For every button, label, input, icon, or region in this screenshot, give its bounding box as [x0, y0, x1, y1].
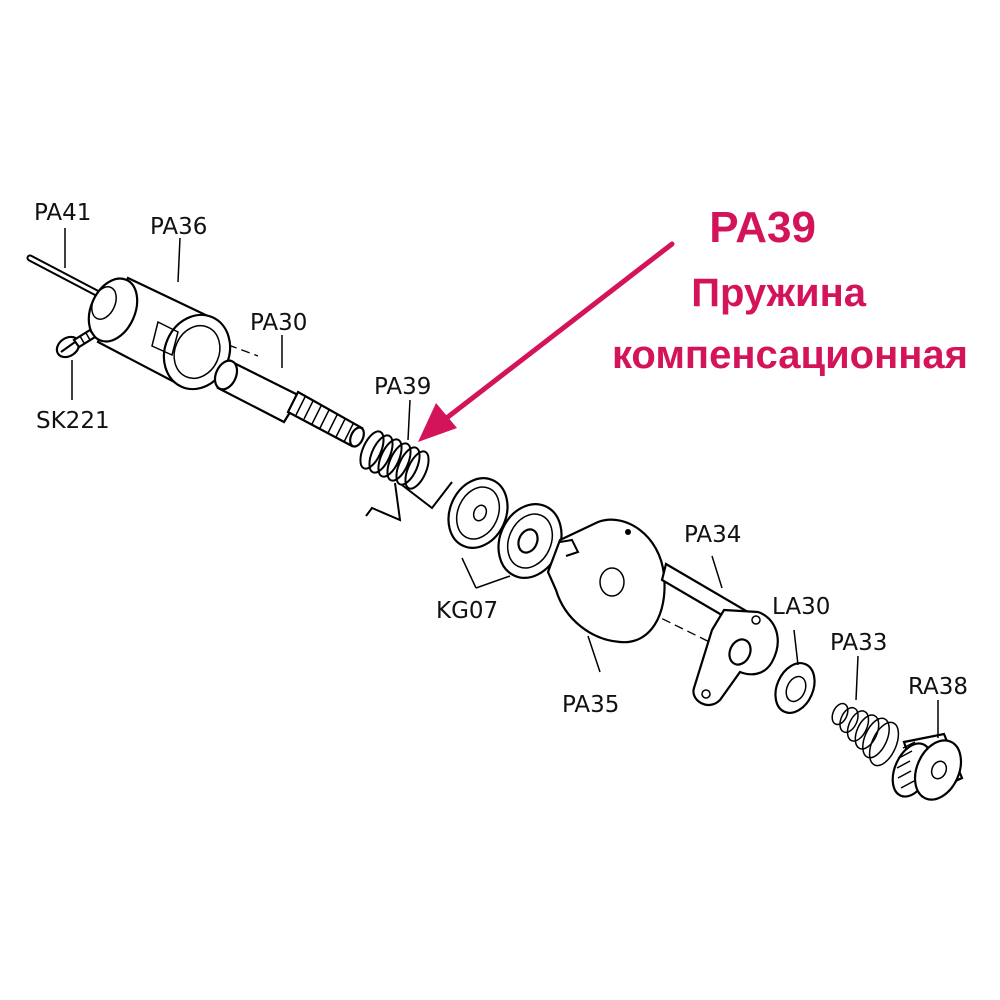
label-ra38: RA38	[908, 674, 968, 700]
label-pa34: PA34	[684, 522, 741, 548]
callout-line1: Пружина	[691, 271, 867, 315]
label-kg07: KG07	[436, 598, 498, 624]
label-pa41: PA41	[34, 200, 91, 226]
label-la30: LA30	[772, 594, 830, 620]
label-pa39: PA39	[374, 374, 431, 400]
part-pa34-bracket	[660, 555, 779, 706]
part-kg07-washers	[447, 477, 563, 589]
part-pa36-sleeve	[87, 276, 232, 391]
label-pa30: PA30	[250, 310, 307, 336]
leader-lines	[64, 228, 411, 441]
callout-arrow	[418, 241, 675, 442]
label-pa33: PA33	[830, 630, 887, 656]
part-pa39-spring	[359, 430, 453, 522]
callout-code: PA39	[709, 203, 816, 252]
part-pa35-plate	[546, 518, 666, 673]
label-sk221: SK221	[36, 408, 110, 434]
part-la30-nut	[774, 629, 816, 714]
label-pa36: PA36	[150, 214, 207, 240]
part-pa33-conical-spring	[831, 655, 900, 767]
label-pa35: PA35	[562, 692, 619, 718]
part-pa30-shaft	[213, 359, 365, 448]
part-ra38-knurled-nut	[891, 700, 964, 801]
part-sk221-screw	[55, 328, 97, 359]
callout-line2: компенсационная	[612, 333, 968, 377]
